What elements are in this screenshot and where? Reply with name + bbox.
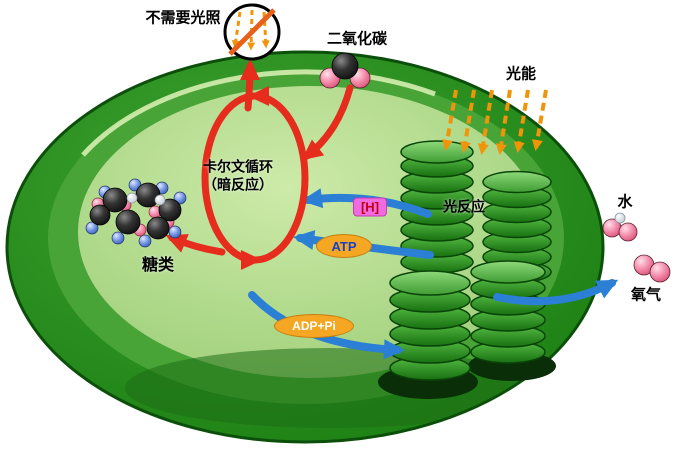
membrane-lip-highlight	[81, 69, 436, 157]
sugar-molecule	[85, 178, 187, 248]
oxygen-release-arrow	[493, 279, 619, 306]
calvin-cycle-loop-left	[201, 92, 262, 270]
no-light-pointer-arrow	[239, 59, 260, 112]
atp-badge: ATP	[316, 234, 372, 258]
sugars-label: 糖类	[141, 257, 175, 274]
calvin-cycle-label: 卡尔文循环 （暗反应）	[203, 159, 273, 194]
granum-stack-front-right	[470, 260, 546, 364]
adp-pi-badge: ADP+Pi	[274, 314, 354, 338]
water-label: 水	[617, 193, 633, 211]
light-energy-arrows	[441, 89, 548, 155]
no-light-label: 不需要光照	[145, 9, 221, 27]
light-reaction-label: 光反应	[443, 198, 485, 215]
light-energy-label: 光能	[505, 65, 537, 83]
no-light-icon	[223, 3, 281, 61]
granum-stack-front-left	[389, 270, 471, 381]
co2-molecule	[319, 52, 371, 89]
co2-input-arrow	[301, 84, 354, 161]
calvin-cycle-label-line1: 卡尔文循环	[203, 158, 273, 175]
water-molecule	[602, 212, 638, 242]
sugar-output-arrow	[165, 234, 226, 256]
grana-stacks	[389, 140, 552, 381]
carbon-dioxide-label: 二氧化碳	[326, 30, 388, 48]
calvin-cycle-arrows	[165, 59, 354, 270]
prohibition-slash	[228, 8, 276, 56]
hydrogen-carrier-badge: [H]	[352, 197, 388, 217]
calvin-cycle-label-line2: （暗反应）	[203, 176, 273, 192]
oxygen-label: 氧气	[630, 286, 662, 304]
calvin-cycle-loop-right	[248, 86, 309, 264]
oxygen-molecule	[633, 254, 671, 283]
